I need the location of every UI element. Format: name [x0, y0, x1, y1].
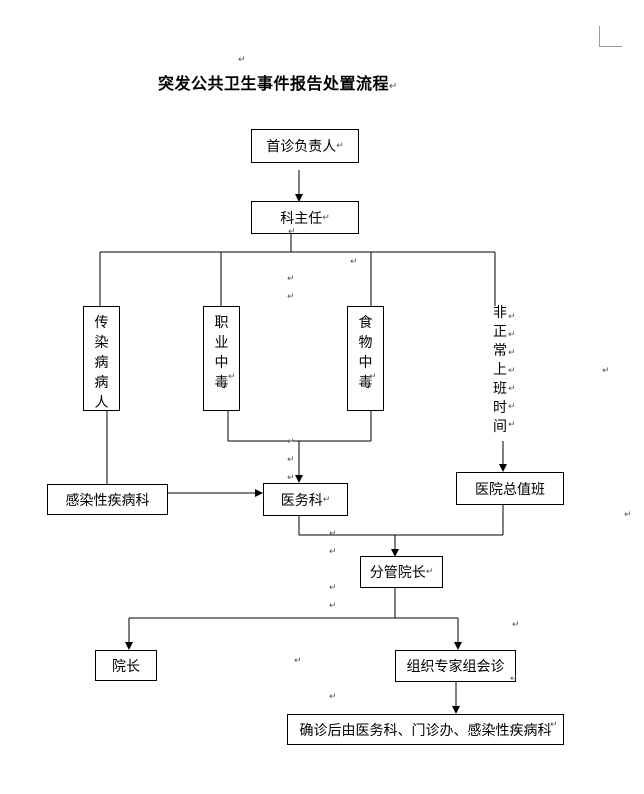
- paragraph-mark: ↵: [329, 601, 337, 611]
- paragraph-mark: ↵: [228, 372, 236, 382]
- paragraph-mark: ↵: [369, 372, 377, 382]
- paragraph-mark: ↵: [389, 81, 398, 92]
- node-vice-president: 分管院长↵: [360, 556, 443, 588]
- paragraph-mark: ↵: [329, 583, 337, 593]
- page-title: 突发公共卫生事件报告处置流程↵: [158, 74, 398, 93]
- node-confirm-report: 确诊后由医务科、门诊办、感染性疾病科: [287, 714, 564, 745]
- paragraph-mark: ↵: [508, 384, 516, 394]
- node-occupational-poisoning: 职业中毒: [203, 306, 240, 411]
- node-food-poisoning: 食物中毒: [347, 306, 384, 411]
- node-dept-director: 科主任↵: [251, 201, 359, 234]
- paragraph-mark: ↵: [550, 720, 558, 730]
- paragraph-mark: ↵: [508, 402, 516, 412]
- paragraph-mark: ↵: [350, 257, 358, 267]
- paragraph-mark: ↵: [508, 366, 516, 376]
- paragraph-mark: ↵: [508, 348, 516, 358]
- node-medical-affairs: 医务科↵: [263, 483, 348, 516]
- node-off-hours: 非正常上班时间: [493, 305, 507, 435]
- paragraph-mark: ↵: [329, 692, 337, 702]
- paragraph-mark: ↵: [287, 274, 295, 284]
- node-first-doctor: 首诊负责人↵: [251, 129, 359, 163]
- paragraph-mark: ↵: [329, 529, 337, 539]
- paragraph-mark: ↵: [288, 227, 296, 237]
- paragraph-mark: ↵: [287, 473, 295, 483]
- paragraph-mark: ↵: [238, 55, 246, 65]
- node-infectious-patient: 传染病病人: [83, 306, 120, 411]
- paragraph-mark: ↵: [508, 420, 516, 430]
- paragraph-mark: ↵: [287, 292, 295, 302]
- paragraph-mark: ↵: [294, 656, 302, 666]
- paragraph-mark: ↵: [602, 366, 610, 376]
- paragraph-mark: ↵: [508, 312, 516, 322]
- paragraph-mark: ↵: [329, 547, 337, 557]
- paragraph-mark: ↵: [624, 510, 632, 520]
- node-duty-office: 医院总值班: [456, 472, 564, 505]
- paragraph-mark: ↵: [287, 437, 295, 447]
- node-expert-consult: 组织专家组会诊: [395, 650, 516, 682]
- paragraph-mark: ↵: [287, 455, 295, 465]
- node-infection-dept: 感染性疾病科: [47, 484, 168, 515]
- page-corner-mark: [599, 26, 622, 47]
- paragraph-mark: ↵: [512, 620, 520, 630]
- paragraph-mark: ↵: [508, 330, 516, 340]
- paragraph-mark: ↵: [510, 674, 518, 684]
- node-president: 院长: [95, 650, 157, 681]
